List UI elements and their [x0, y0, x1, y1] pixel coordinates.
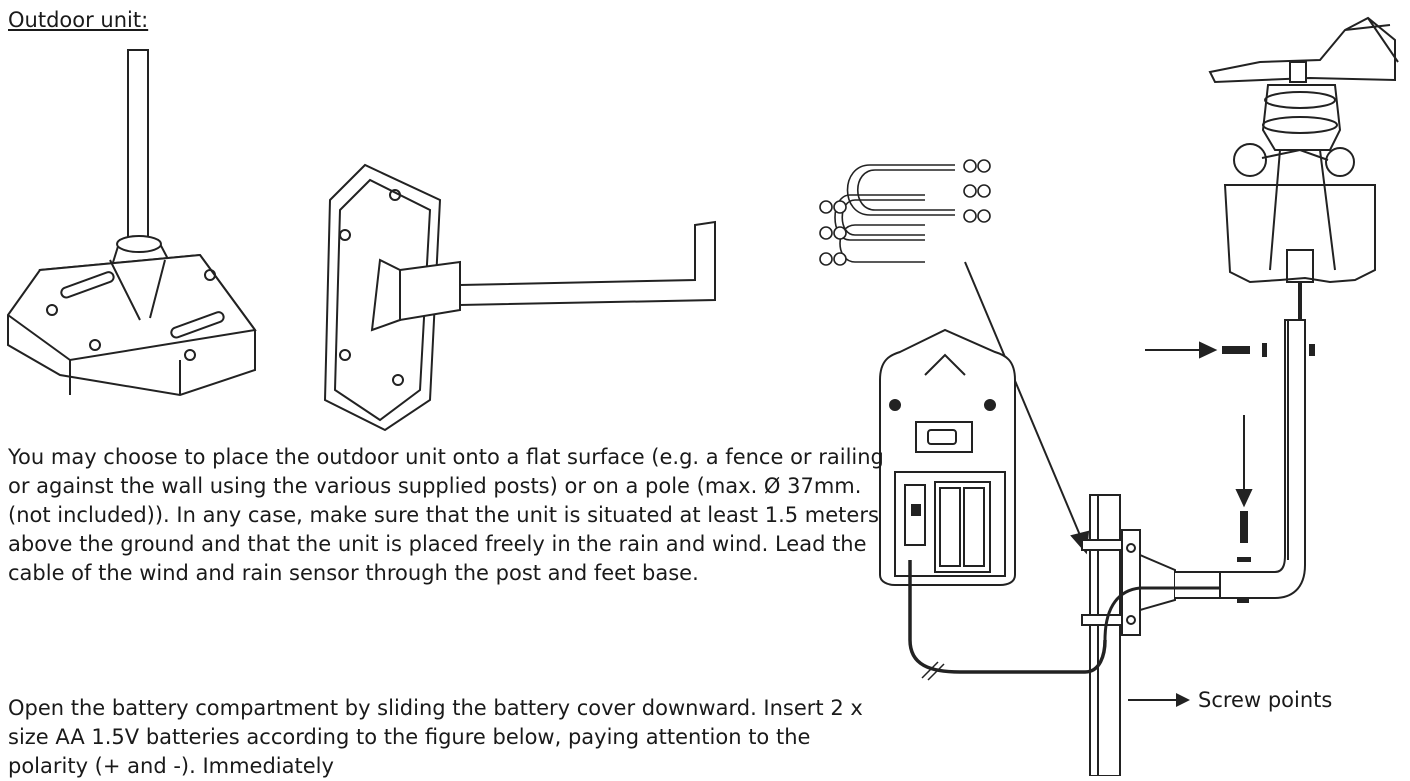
- battery-instructions: Open the battery compartment by sliding …: [8, 696, 863, 778]
- legend-label: Screw points: [1198, 688, 1333, 712]
- mounting-arm-drawing: [1175, 320, 1305, 598]
- pole-drawing: [1082, 495, 1175, 776]
- table-stand-drawing: [8, 50, 255, 395]
- placement-instructions: You may choose to place the outdoor unit…: [8, 445, 884, 585]
- screw-points-drawing: [1145, 343, 1314, 602]
- wall-bracket-drawing: [325, 165, 715, 430]
- wind-rain-sensor-drawing: [1210, 18, 1398, 320]
- transmitter-unit-drawing: [880, 330, 1015, 585]
- u-bolts-drawing: [820, 160, 990, 265]
- section-heading: Outdoor unit:: [8, 8, 149, 32]
- sensor-cable: [910, 560, 1220, 680]
- arrow-right-icon: [1128, 693, 1190, 707]
- screw-points-legend: Screw points: [1128, 688, 1332, 712]
